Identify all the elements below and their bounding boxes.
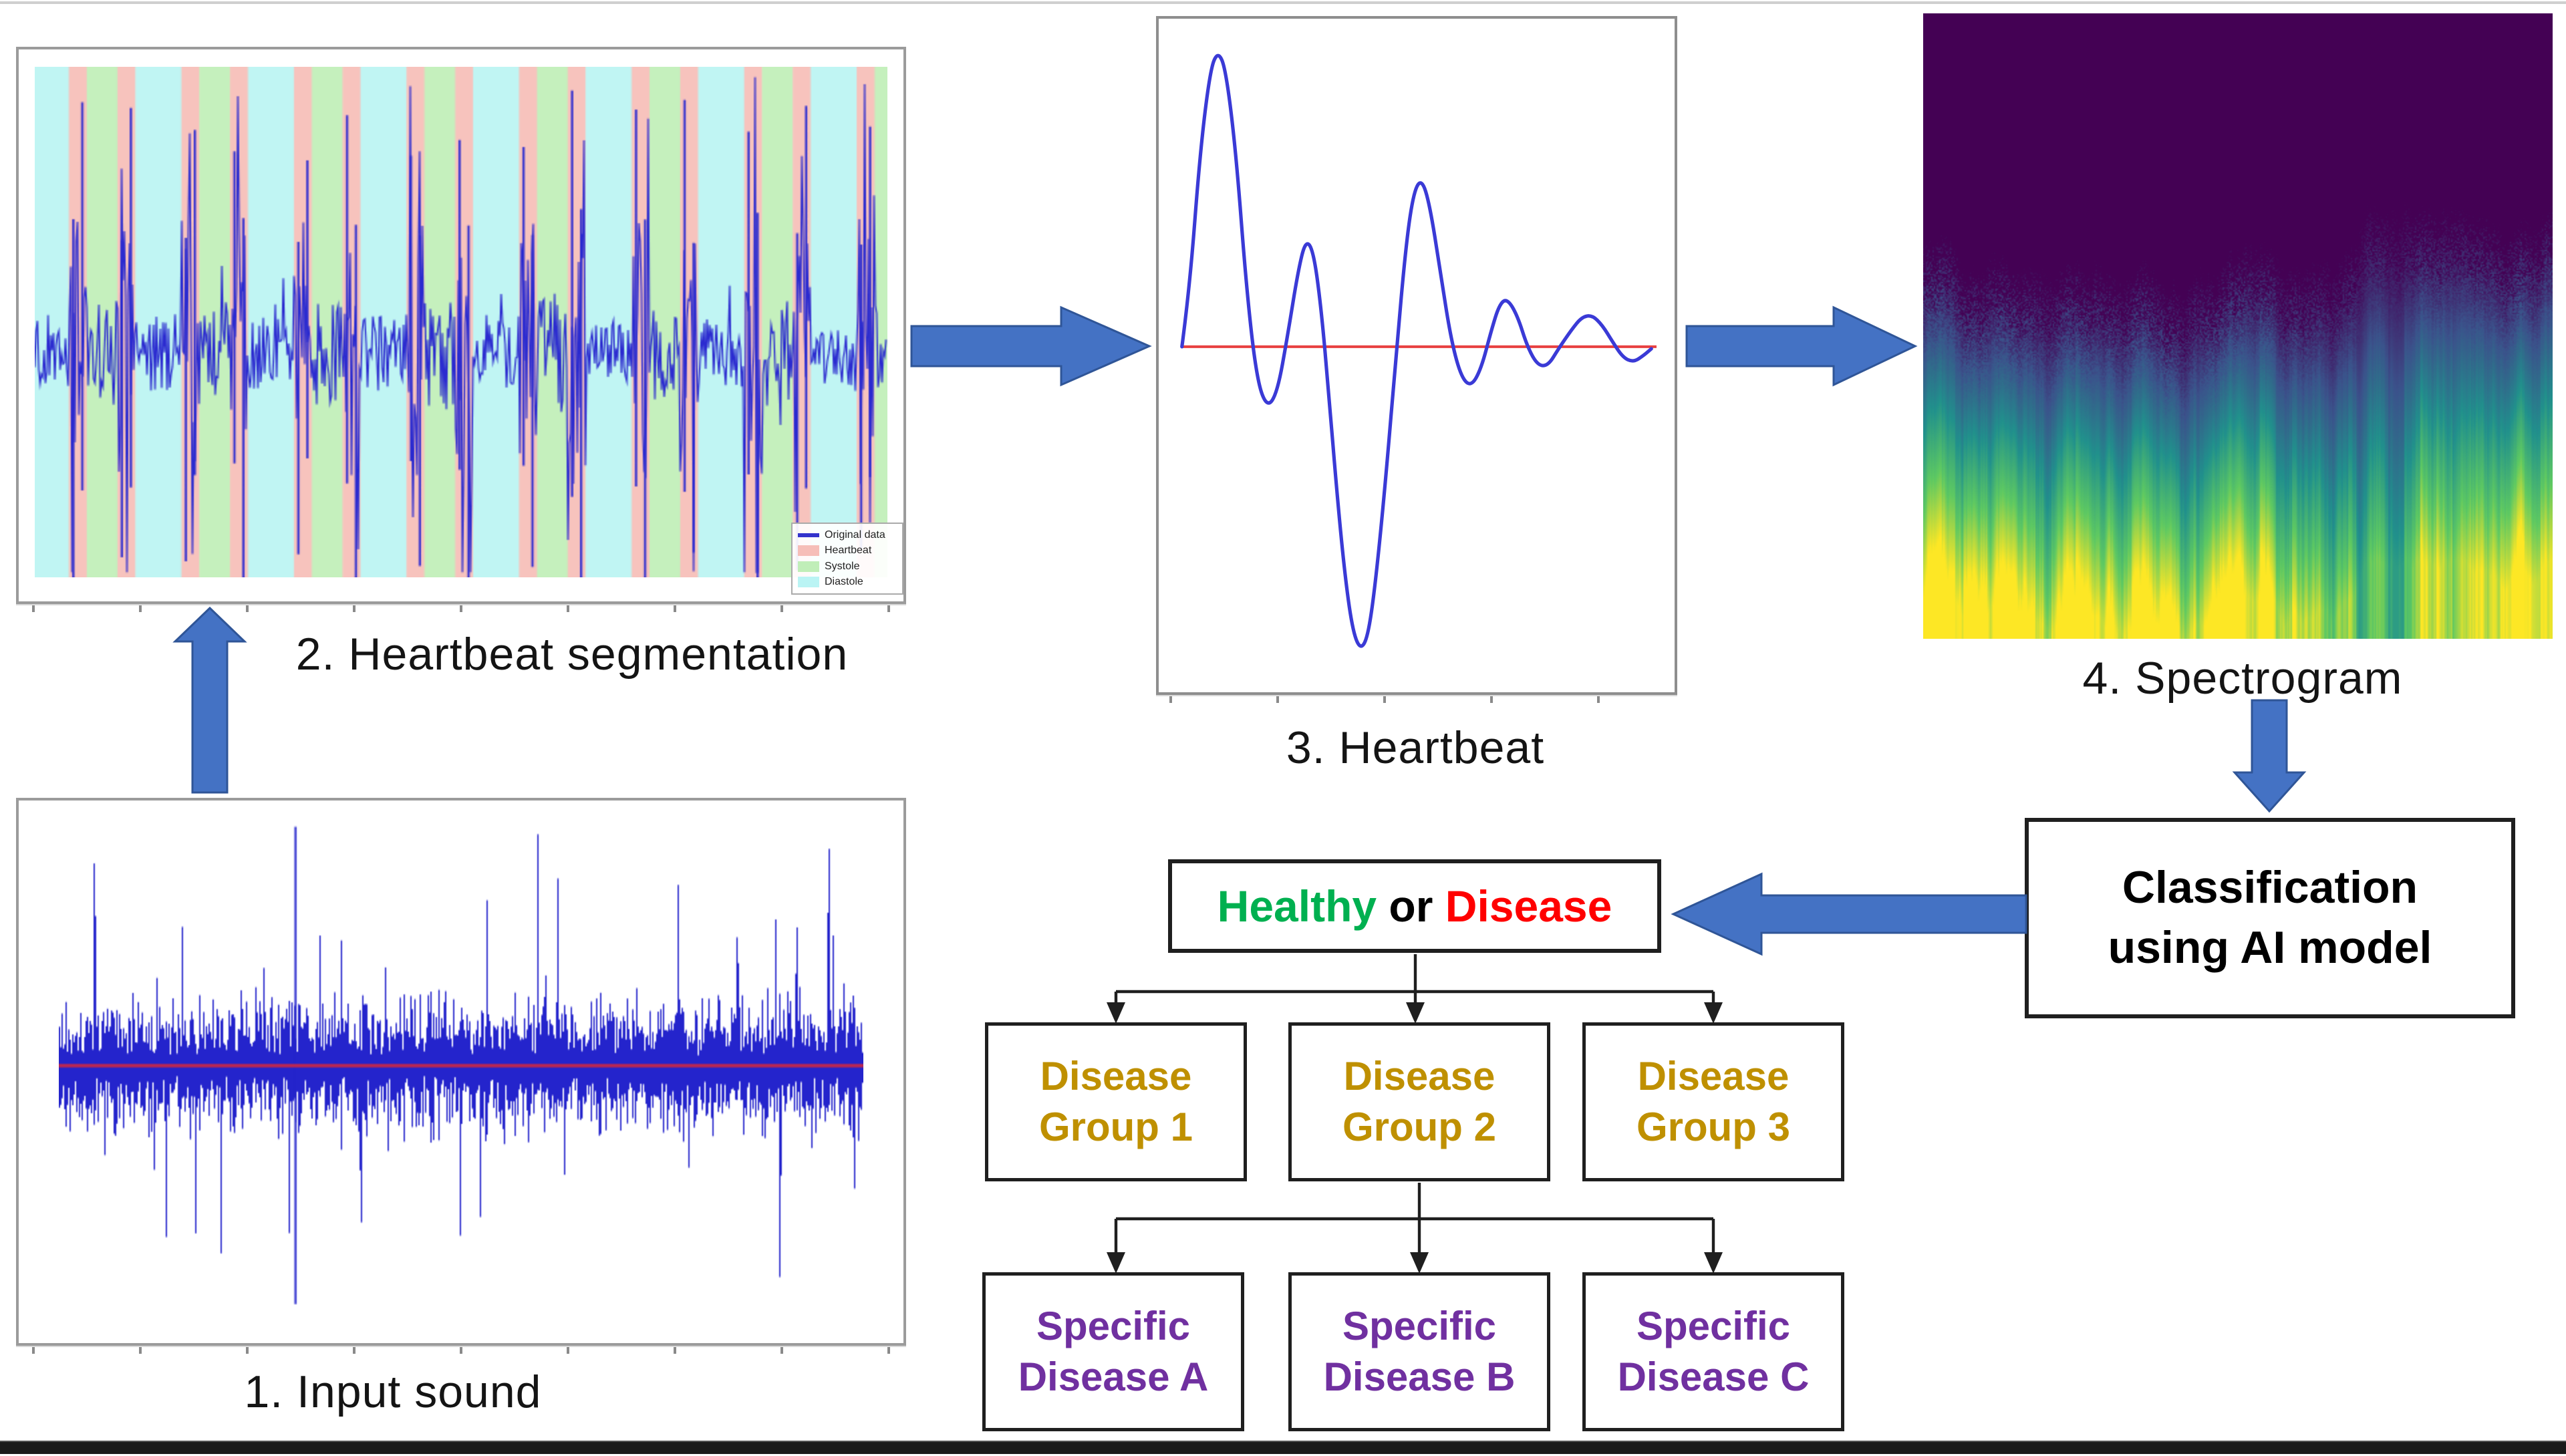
heartbeat-plot — [1156, 16, 1677, 695]
segmentation-axis-ticks — [32, 605, 890, 612]
legend-item-heartbeat: Heartbeat — [798, 543, 897, 558]
spectrogram-canvas — [1923, 13, 2553, 639]
spectrogram-plot — [1923, 13, 2553, 639]
original-data-line-swatch — [798, 533, 819, 537]
classification-line2: using AI model — [2108, 922, 2432, 973]
classification-box: Classification using AI model — [2025, 818, 2515, 1018]
specific-a-line2: Disease A — [1018, 1354, 1209, 1399]
segmentation-legend: Original data Heartbeat Systole Diastole — [791, 523, 903, 595]
input-canvas — [59, 819, 863, 1322]
heartbeat-curve — [1180, 53, 1657, 648]
specific-a-line1: Specific — [1036, 1304, 1191, 1349]
legend-item-systole: Systole — [798, 559, 897, 574]
input-plot — [16, 798, 906, 1346]
legend-label: Heartbeat — [825, 545, 872, 557]
legend-item-original-data: Original data — [798, 528, 897, 543]
legend-label: Original data — [825, 529, 885, 541]
group3-line1: Disease — [1637, 1054, 1790, 1099]
group2-line2: Group 2 — [1342, 1105, 1496, 1149]
connector-arrowhead-icon — [1107, 1252, 1125, 1274]
specific-c-line2: Disease C — [1617, 1354, 1810, 1399]
segmentation-label: 2. Heartbeat segmentation — [295, 629, 849, 680]
group3-line2: Group 3 — [1636, 1105, 1790, 1149]
arrow-heartbeat-to-spectrogram-icon — [1685, 305, 1918, 387]
group1-line2: Group 1 — [1038, 1105, 1193, 1149]
legend-label: Diastole — [825, 575, 863, 587]
connector-tier2-lines — [1114, 1183, 1715, 1255]
connector-arrowhead-icon — [1410, 1252, 1429, 1274]
classification-label: Classification using AI model — [2108, 858, 2432, 978]
healthy-text: Healthy — [1217, 881, 1377, 931]
classification-line1: Classification — [2122, 862, 2418, 913]
spectrogram-label: 4. Spectrogram — [2082, 653, 2403, 704]
connector-arrowhead-icon — [1704, 1252, 1723, 1274]
specific-b-line2: Disease B — [1323, 1354, 1516, 1399]
group2-line1: Disease — [1343, 1054, 1495, 1099]
arrow-spectrogram-down-icon — [2232, 699, 2307, 813]
connector-arrowhead-icon — [1406, 1002, 1425, 1024]
top-rule — [0, 1, 2566, 4]
arrow-classification-to-decision-icon — [1671, 872, 2027, 956]
specific-c-line1: Specific — [1636, 1304, 1791, 1349]
heartbeat-label: 3. Heartbeat — [1286, 722, 1545, 773]
specific-b-line1: Specific — [1342, 1304, 1497, 1349]
decision-label: Healthy or Disease — [1218, 881, 1612, 931]
diastole-patch-swatch — [798, 576, 819, 587]
arrow-segmentation-to-heartbeat-icon — [910, 305, 1152, 387]
input-label: 1. Input sound — [244, 1366, 542, 1417]
legend-label: Systole — [825, 560, 860, 572]
heartbeat-axis-ticks — [1169, 696, 1664, 703]
heartbeat-patch-swatch — [798, 545, 819, 557]
systole-patch-swatch — [798, 561, 819, 572]
bottom-rule — [0, 1441, 2566, 1454]
segmentation-canvas — [35, 67, 887, 577]
disease-text: Disease — [1445, 881, 1612, 931]
heartbeat-curve-path — [1180, 53, 1653, 648]
input-axis-ticks — [32, 1347, 890, 1354]
connector-arrowhead-icon — [1107, 1002, 1125, 1024]
segmentation-plot: Original data Heartbeat Systole Diastole — [16, 47, 906, 604]
group1-line1: Disease — [1040, 1054, 1192, 1099]
decision-box: Healthy or Disease — [1168, 859, 1661, 953]
connector-tier1-lines — [1114, 954, 1715, 1005]
connector-arrowhead-icon — [1704, 1002, 1723, 1024]
legend-item-diastole: Diastole — [798, 575, 897, 589]
or-text: or — [1377, 881, 1445, 931]
